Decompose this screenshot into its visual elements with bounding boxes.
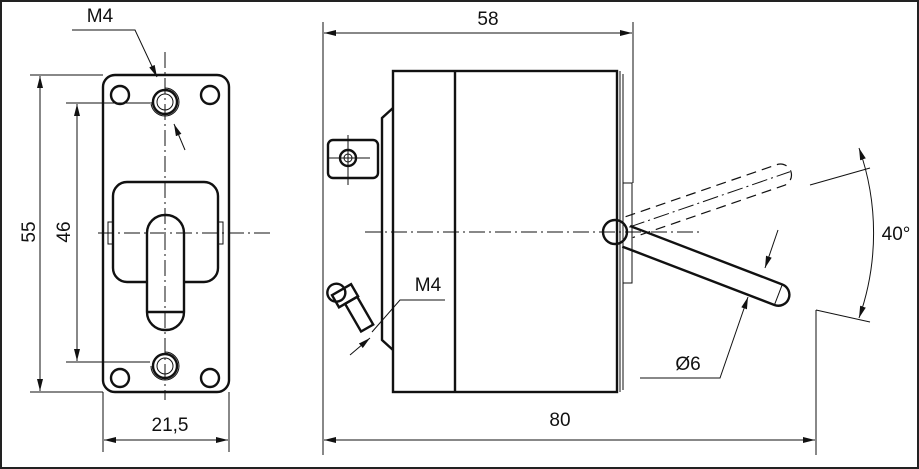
front-view: M4 55 46 21,5 [19, 6, 270, 452]
lever-solid [621, 224, 791, 307]
thread-label-front: M4 [87, 6, 114, 27]
dim-height-overall: 55 [19, 221, 40, 242]
mounting-holes [109, 84, 221, 389]
dim-body-depth: 58 [477, 9, 498, 30]
terminal-top [326, 135, 380, 185]
bracket [380, 107, 394, 351]
pivot [601, 218, 629, 246]
dim-length-overall: 80 [549, 410, 570, 431]
side-view: 58 80 M4 Ø6 40° [322, 9, 911, 455]
dim-lever-angle: 40° [882, 224, 911, 245]
dim-lever-diameter: Ø6 [675, 354, 700, 375]
thread-label-side: M4 [415, 275, 442, 296]
dim-width: 21,5 [152, 415, 189, 436]
lever-dashed [625, 163, 793, 239]
dim-hole-spacing: 46 [54, 221, 75, 242]
terminal-bottom [326, 282, 375, 334]
